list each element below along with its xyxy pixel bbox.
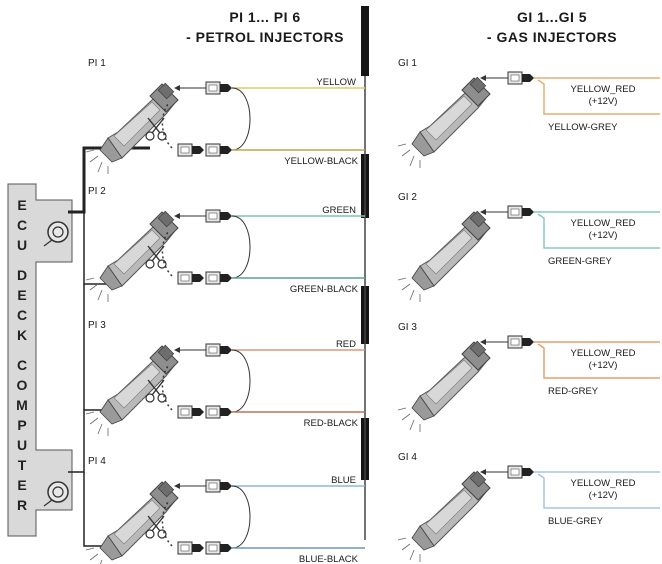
injector-label: PI 1	[88, 58, 106, 69]
gas-injector-4: GI 4 YELLOW_RED(+12V) BLUE-GREY	[397, 452, 660, 563]
connector-icon	[507, 71, 535, 85]
ecu-letter: E	[17, 477, 26, 493]
voltage-label: (+12V)	[589, 490, 618, 501]
ecu-letter: O	[17, 377, 28, 393]
injector-icon	[85, 480, 179, 564]
connector-icon	[177, 405, 205, 419]
wire-label: RED-GREY	[548, 386, 599, 397]
petrol-injector-3: PI 3 RED RED-BLACK	[85, 320, 365, 437]
petrol-header-line2: - PETROL INJECTORS	[186, 29, 344, 45]
connector-icon	[205, 479, 233, 493]
harness-bar	[361, 6, 369, 540]
ecu-letter: C	[17, 217, 27, 233]
voltage-label: (+12V)	[589, 96, 618, 107]
ecu-letter: D	[17, 267, 27, 283]
injector-icon	[85, 210, 179, 303]
ecu-letter: K	[17, 327, 27, 343]
ecu-letter: C	[17, 357, 27, 373]
ecu-bus-lines	[68, 146, 150, 547]
injector-icon	[397, 470, 491, 563]
injector-label: PI 4	[88, 456, 106, 467]
wire-label: YELLOW	[316, 77, 356, 88]
wire-label: GREEN	[322, 205, 356, 216]
ecu-letter: U	[17, 237, 27, 253]
injector-label: GI 1	[398, 58, 417, 69]
gas-injector-2: GI 2 YELLOW_RED(+12V) GREEN-GREY	[397, 192, 660, 303]
connector-icon	[205, 541, 233, 555]
injector-icon	[397, 340, 491, 433]
connector-icon	[507, 335, 535, 349]
petrol-header-line1: PI 1... PI 6	[229, 9, 300, 25]
ecu-letter: P	[17, 417, 26, 433]
wire-label: BLUE	[331, 475, 356, 486]
injector-label: PI 3	[88, 320, 106, 331]
wire-label: RED-BLACK	[304, 418, 359, 429]
gas-injector-3: GI 3 YELLOW_RED(+12V) RED-GREY	[397, 322, 660, 433]
connector-icon	[507, 465, 535, 479]
connector-icon	[205, 81, 233, 95]
injector-label: PI 2	[88, 186, 106, 197]
connector-icon	[177, 271, 205, 285]
supply-label: YELLOW_RED	[571, 348, 636, 359]
petrol-injector-1: PI 1 YELLOW YELLOW-BLACK	[85, 58, 365, 175]
connector-icon	[177, 143, 205, 157]
wire-label: YELLOW-BLACK	[284, 156, 358, 167]
injector-icon	[397, 210, 491, 303]
ecu-letter: E	[17, 287, 26, 303]
ecu-letter: M	[16, 397, 28, 413]
injector-icon	[85, 344, 179, 437]
gas-header-line2: - GAS INJECTORS	[487, 29, 617, 45]
ecu-letter: T	[18, 457, 27, 473]
supply-label: YELLOW_RED	[571, 218, 636, 229]
gas-header-line1: GI 1...GI 5	[517, 9, 587, 25]
petrol-injector-2: PI 2 GREEN GREEN-BLACK	[85, 186, 365, 303]
ecu-letter: U	[17, 437, 27, 453]
petrol-injector-4: PI 4 BLUE BLUE-BLACK	[85, 456, 365, 564]
connector-icon	[205, 209, 233, 223]
connector-icon	[205, 405, 233, 419]
connector-icon	[507, 205, 535, 219]
injector-label: GI 4	[398, 452, 417, 463]
wire-label: GREEN-GREY	[548, 256, 613, 267]
ecu-letter: R	[17, 497, 27, 513]
injector-label: GI 3	[398, 322, 417, 333]
supply-label: YELLOW_RED	[571, 84, 636, 95]
wire-label: YELLOW-GREY	[548, 122, 618, 133]
voltage-label: (+12V)	[589, 230, 618, 241]
wire-label: GREEN-BLACK	[290, 284, 359, 295]
injector-icon	[85, 82, 179, 175]
wire-label: BLUE-GREY	[548, 516, 604, 527]
wire-label: BLUE-BLACK	[299, 554, 359, 564]
voltage-label: (+12V)	[589, 360, 618, 371]
injector-label: GI 2	[398, 192, 417, 203]
ecu-letter: E	[17, 197, 26, 213]
connector-icon	[205, 143, 233, 157]
wire-label: RED	[336, 339, 356, 350]
gas-injector-1: GI 1 YELLOW_RED(+12V) YELLOW-GREY	[397, 58, 660, 169]
connector-icon	[205, 343, 233, 357]
connector-icon	[205, 271, 233, 285]
ecu-letter: C	[17, 307, 27, 323]
injector-icon	[397, 76, 491, 169]
supply-label: YELLOW_RED	[571, 478, 636, 489]
connector-icon	[177, 541, 205, 555]
